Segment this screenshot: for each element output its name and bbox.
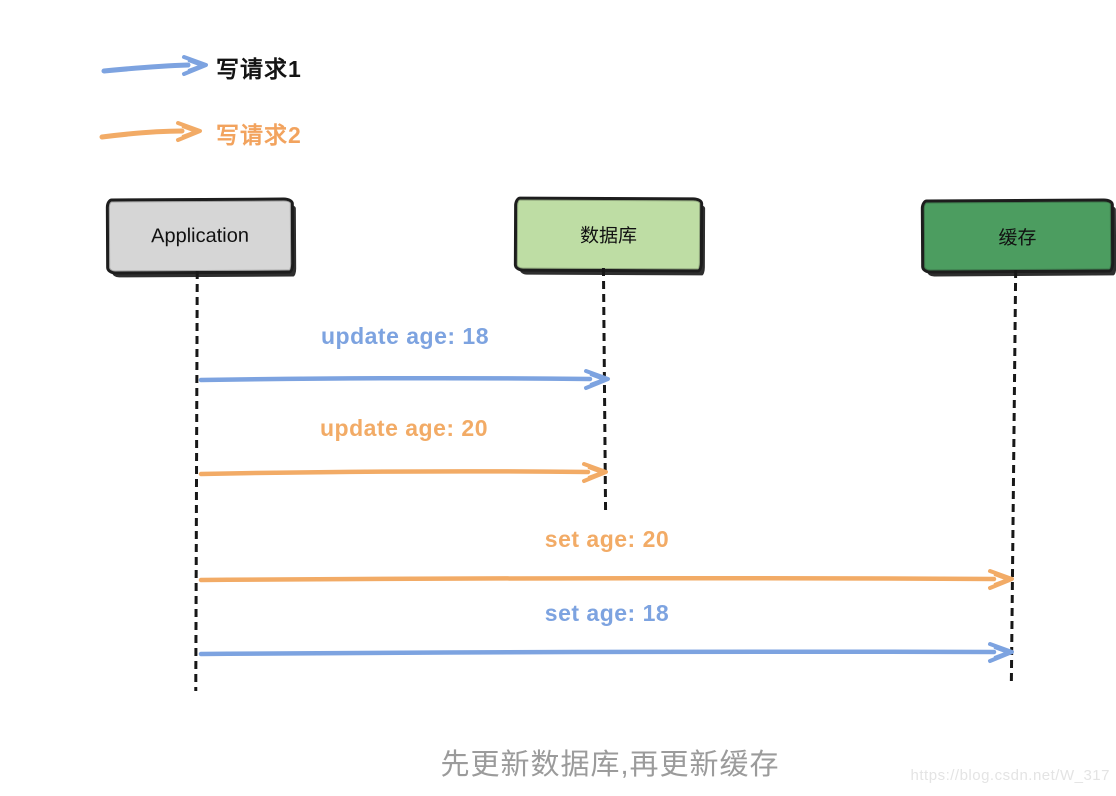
legend-arrow-write2-icon bbox=[98, 117, 206, 145]
arrow-application-to-cache-icon bbox=[198, 569, 1014, 590]
message-set-age-18: set age: 18 bbox=[198, 600, 1016, 678]
legend-arrow-write1-icon bbox=[100, 52, 212, 80]
message-label-set-age-18: set age: 18 bbox=[544, 600, 670, 626]
message-update-age-20: update age: 20 bbox=[198, 415, 610, 498]
actor-label-database: 数据库 bbox=[579, 225, 638, 248]
message-label-update-age-18: update age: 18 bbox=[320, 323, 490, 349]
arrow-application-to-database-icon bbox=[198, 369, 610, 390]
watermark-text: https://blog.csdn.net/W_317 bbox=[910, 767, 1110, 784]
legend-label-write2: 写请求2 bbox=[216, 122, 302, 148]
actor-box-database: 数据库 bbox=[513, 196, 704, 273]
message-set-age-20: set age: 20 bbox=[198, 526, 1016, 605]
message-label-set-age-20: set age: 20 bbox=[544, 526, 670, 552]
actor-label-application: Application bbox=[151, 224, 249, 247]
message-update-age-18: update age: 18 bbox=[198, 323, 612, 405]
arrow-application-to-database-icon bbox=[198, 462, 608, 483]
arrow-application-to-cache-icon bbox=[198, 642, 1014, 663]
message-label-update-age-20: update age: 20 bbox=[319, 415, 489, 441]
legend-label-write1: 写请求1 bbox=[216, 56, 302, 82]
actor-label-cache: 缓存 bbox=[998, 227, 1037, 249]
actor-box-cache: 缓存 bbox=[920, 198, 1115, 274]
caption-text: 先更新数据库,再更新缓存 bbox=[440, 749, 780, 781]
actor-box-application: Application bbox=[105, 197, 295, 275]
